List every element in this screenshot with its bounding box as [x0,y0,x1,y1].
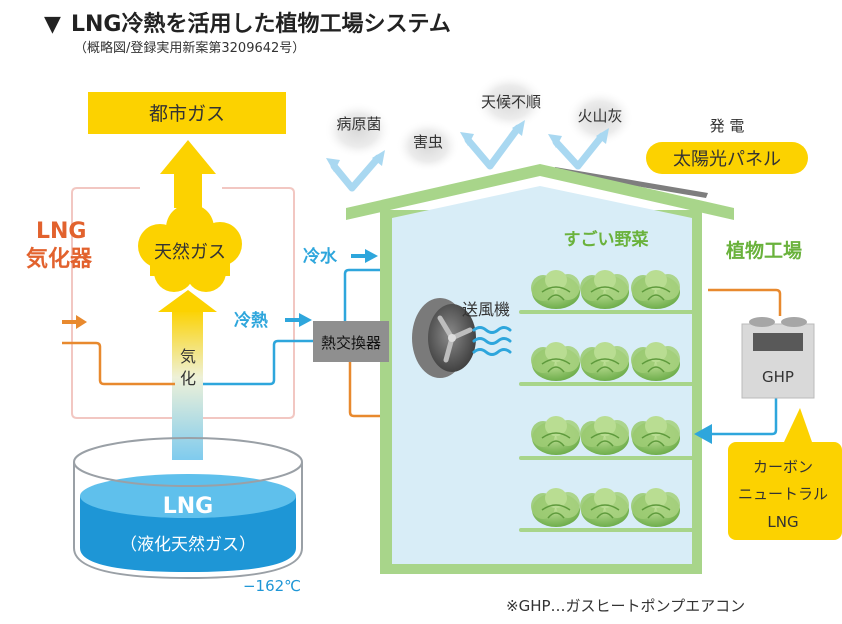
solar-panel-label: 太陽光パネル [673,149,781,170]
deflect-arrowhead-5 [548,134,562,148]
lettuce-row-3 [530,415,681,456]
city-gas-box [88,92,286,134]
cold-energy-label: 冷熱 [234,310,268,331]
lng-tank [73,437,303,580]
heat-in-arrow [62,315,87,329]
lettuce-row-1 [530,269,681,310]
ghp-unit-icon [741,317,815,399]
cold-energy-pipe [203,339,313,386]
vaporizer-label-1: LNG [36,219,87,244]
deflect-arrowhead-3 [460,132,474,146]
city-gas-label: 都市ガス [149,103,225,125]
city-gas-arrowhead [160,140,216,174]
heat-exchanger-label: 熱交換器 [321,334,381,352]
carbon-neutral-callout [728,442,842,540]
carbon-line-3: LNG [767,513,798,531]
lettuce-row-4 [530,487,681,528]
solar-panel-badge [646,142,808,174]
page-title: LNG冷熱を活用した植物工場システム [71,11,451,37]
vaporizer-label-2: 気化器 [26,246,93,272]
shelves [519,310,694,532]
ghp-orange-pipe [708,288,782,316]
title-marker: ▼ [44,12,61,37]
vaporize-label-1: 気 [180,347,196,366]
page-subtitle: （概略図/登録実用新案第3209642号） [74,40,305,56]
vaporize-label-2: 化 [180,369,196,388]
lettuce-row-2 [530,341,681,382]
cold-water-arrow [351,249,378,263]
house-roof [346,164,734,220]
city-gas-arrow-shaft [174,172,202,208]
deflect-arrowhead-6 [596,128,609,144]
footnote: ※GHP…ガスヒートポンプエアコン [506,597,745,615]
carbon-line-1: カーボン [753,458,813,476]
great-vegetables-label: すごい野菜 [564,229,650,250]
vaporizer-orange-pipe [62,341,175,386]
plant-factory-label: 植物工場 [726,239,802,262]
tank-temperature: −162℃ [243,577,301,595]
threat-weather-label: 天候不順 [481,93,541,111]
threat-clouds [324,74,634,172]
natural-gas-label: 天然ガス [154,242,226,263]
tank-subtitle: （液化天然ガス） [120,535,256,555]
threat-ash-label: 火山灰 [577,107,622,125]
deflect-arrows [330,124,606,192]
deflect-arrowhead-1 [326,158,340,172]
airflow-icon [472,326,512,356]
fan-icon [412,298,476,378]
deflect-arrowhead-4 [512,120,525,136]
cold-water-label: 冷水 [303,246,338,267]
vaporize-shaft [172,310,203,460]
natural-gas-cloud [138,204,242,292]
ghp-blue-arrowhead [694,424,712,444]
tank-title: LNG [163,494,214,519]
vaporize-arrowhead [158,290,217,312]
threat-pest-label: 害虫 [413,133,443,151]
fan-label: 送風機 [462,300,510,319]
solar-panel [553,167,708,198]
ghp-label: GHP [762,368,794,386]
heat-exchanger-box [313,321,389,362]
threat-pathogen-label: 病原菌 [336,115,381,133]
cold-energy-arrow [285,313,312,327]
ghp-blue-pipe [712,392,778,436]
carbon-line-2: ニュートラル [738,485,828,503]
deflect-arrowhead-2 [372,150,385,166]
carbon-callout-pointer [784,408,812,442]
power-gen-label: 発 電 [710,117,745,135]
